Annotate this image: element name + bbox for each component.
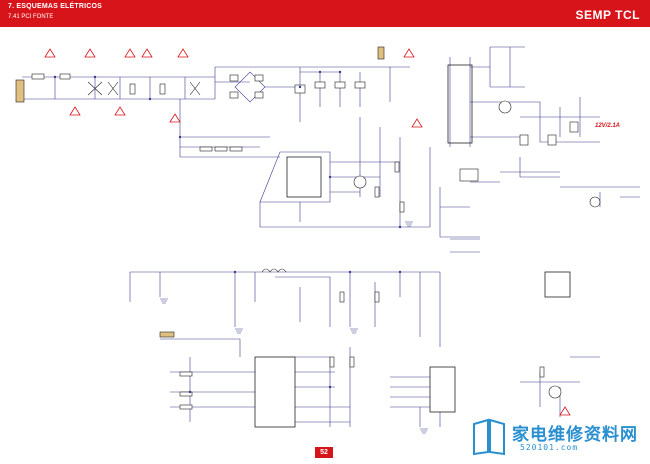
brand-logo: SEMP TCL (575, 8, 640, 22)
watermark-url: 520101.com (520, 443, 579, 452)
section-subtitle: 7.41 PCI FONTE (8, 14, 54, 20)
wires (22, 46, 640, 427)
book-icon (473, 418, 505, 456)
watermark: 家电维修资料网 520101.com (472, 418, 647, 460)
watermark-text: 家电维修资料网 (512, 425, 638, 445)
warning-triangle-icons (44, 48, 571, 416)
page-number: 52 (315, 447, 333, 458)
ground-symbols (160, 221, 428, 434)
output-voltage-label: 12V/2.1A (595, 123, 620, 129)
power-supply-schematic: 12V/2.1A (15, 46, 640, 434)
section-title: 7. ESQUEMAS ELÉTRICOS (8, 3, 103, 10)
page-header: 7. ESQUEMAS ELÉTRICOS 7.41 PCI FONTE SEM… (0, 0, 650, 27)
junctions (53, 70, 402, 394)
components (15, 46, 601, 428)
